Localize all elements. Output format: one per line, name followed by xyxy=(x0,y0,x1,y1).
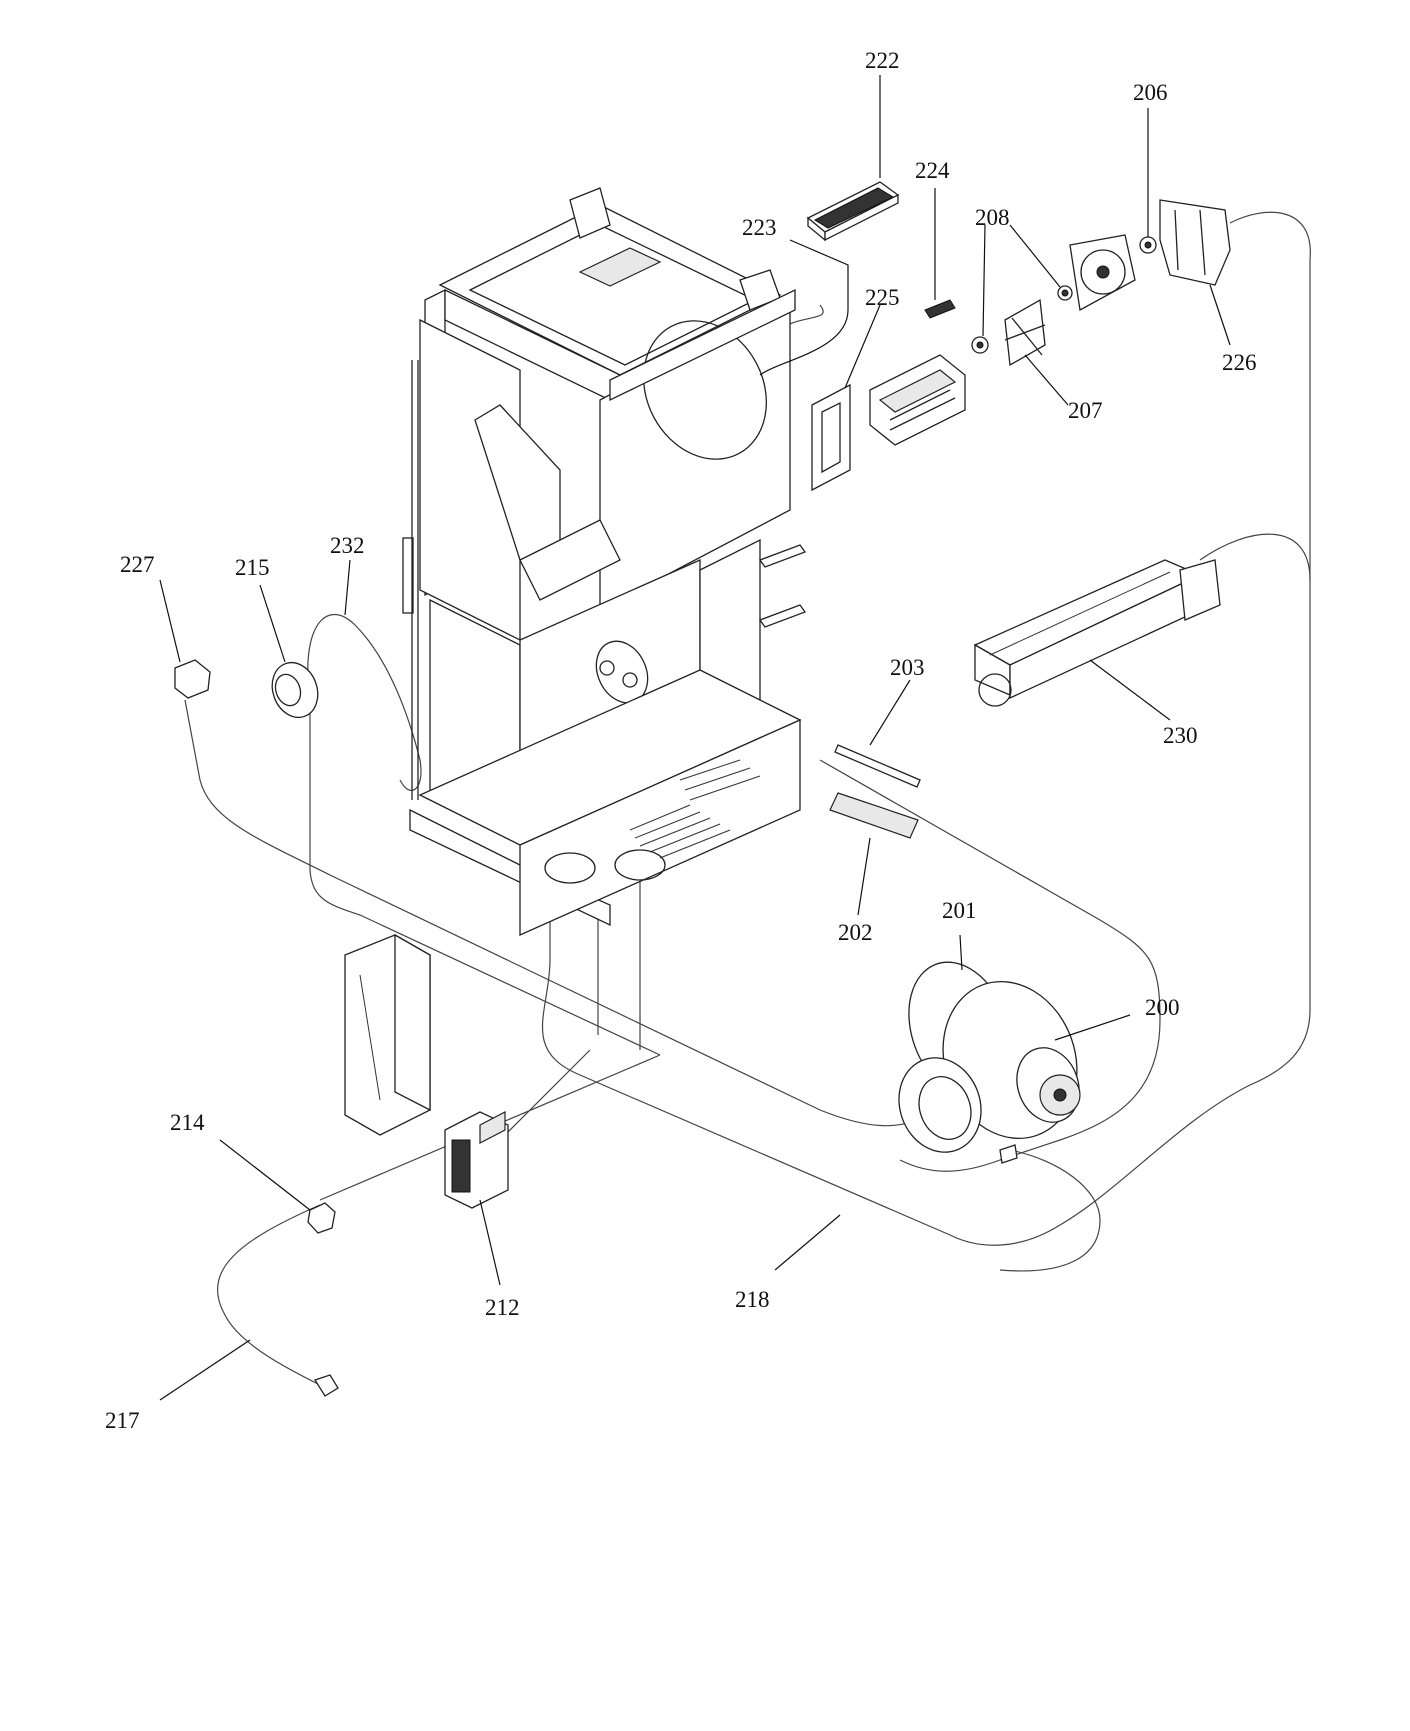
igniter-assembly xyxy=(869,354,966,446)
label-232: 232 xyxy=(330,533,365,558)
part-226-gear-motor xyxy=(1159,199,1231,286)
label-206: 206 xyxy=(1133,80,1168,105)
fan-housing-plate xyxy=(1069,234,1136,312)
part-217-probe-connector xyxy=(314,1374,339,1397)
label-207: 207 xyxy=(1068,398,1103,423)
part-215-pressure-switch xyxy=(271,661,319,719)
part-214-connector xyxy=(307,1202,336,1234)
label-217: 217 xyxy=(105,1408,140,1433)
vent-grille xyxy=(629,759,761,859)
label-225: 225 xyxy=(865,285,900,310)
part-227-thermostat xyxy=(174,659,211,699)
label-227: 227 xyxy=(120,552,155,577)
label-224: 224 xyxy=(915,158,950,183)
part-200-blower xyxy=(898,980,1081,1164)
label-226: 226 xyxy=(1222,350,1257,375)
part-224-switch xyxy=(924,299,956,319)
label-212: 212 xyxy=(485,1295,520,1320)
part-208-nut xyxy=(971,285,1073,354)
label-222: 222 xyxy=(865,48,900,73)
part-206-bushing xyxy=(1139,236,1157,254)
part-222-control-panel xyxy=(806,181,900,242)
part-203-sensor-rod xyxy=(834,744,921,788)
label-215: 215 xyxy=(235,555,270,580)
part-207-impeller xyxy=(1004,298,1046,367)
stove-cabinet xyxy=(402,187,807,937)
label-223: 223 xyxy=(742,215,777,240)
wiring-harness xyxy=(184,211,1311,1386)
part-225-gasket xyxy=(811,383,851,492)
part-labels: 222 206 224 208 223 225 226 207 227 215 … xyxy=(105,48,1257,1433)
electrical-box-bracket xyxy=(344,933,431,1136)
part-202-sensor-tube xyxy=(829,792,919,839)
label-200: 200 xyxy=(1145,995,1180,1020)
part-230-tangential-fan xyxy=(973,559,1221,707)
label-202: 202 xyxy=(838,920,873,945)
leader-lines xyxy=(159,75,1231,1401)
label-208: 208 xyxy=(975,205,1010,230)
label-201: 201 xyxy=(942,898,977,923)
part-212-control-board xyxy=(444,1111,509,1209)
label-230: 230 xyxy=(1163,723,1198,748)
label-218: 218 xyxy=(735,1287,770,1312)
label-203: 203 xyxy=(890,655,925,680)
label-214: 214 xyxy=(170,1110,205,1135)
